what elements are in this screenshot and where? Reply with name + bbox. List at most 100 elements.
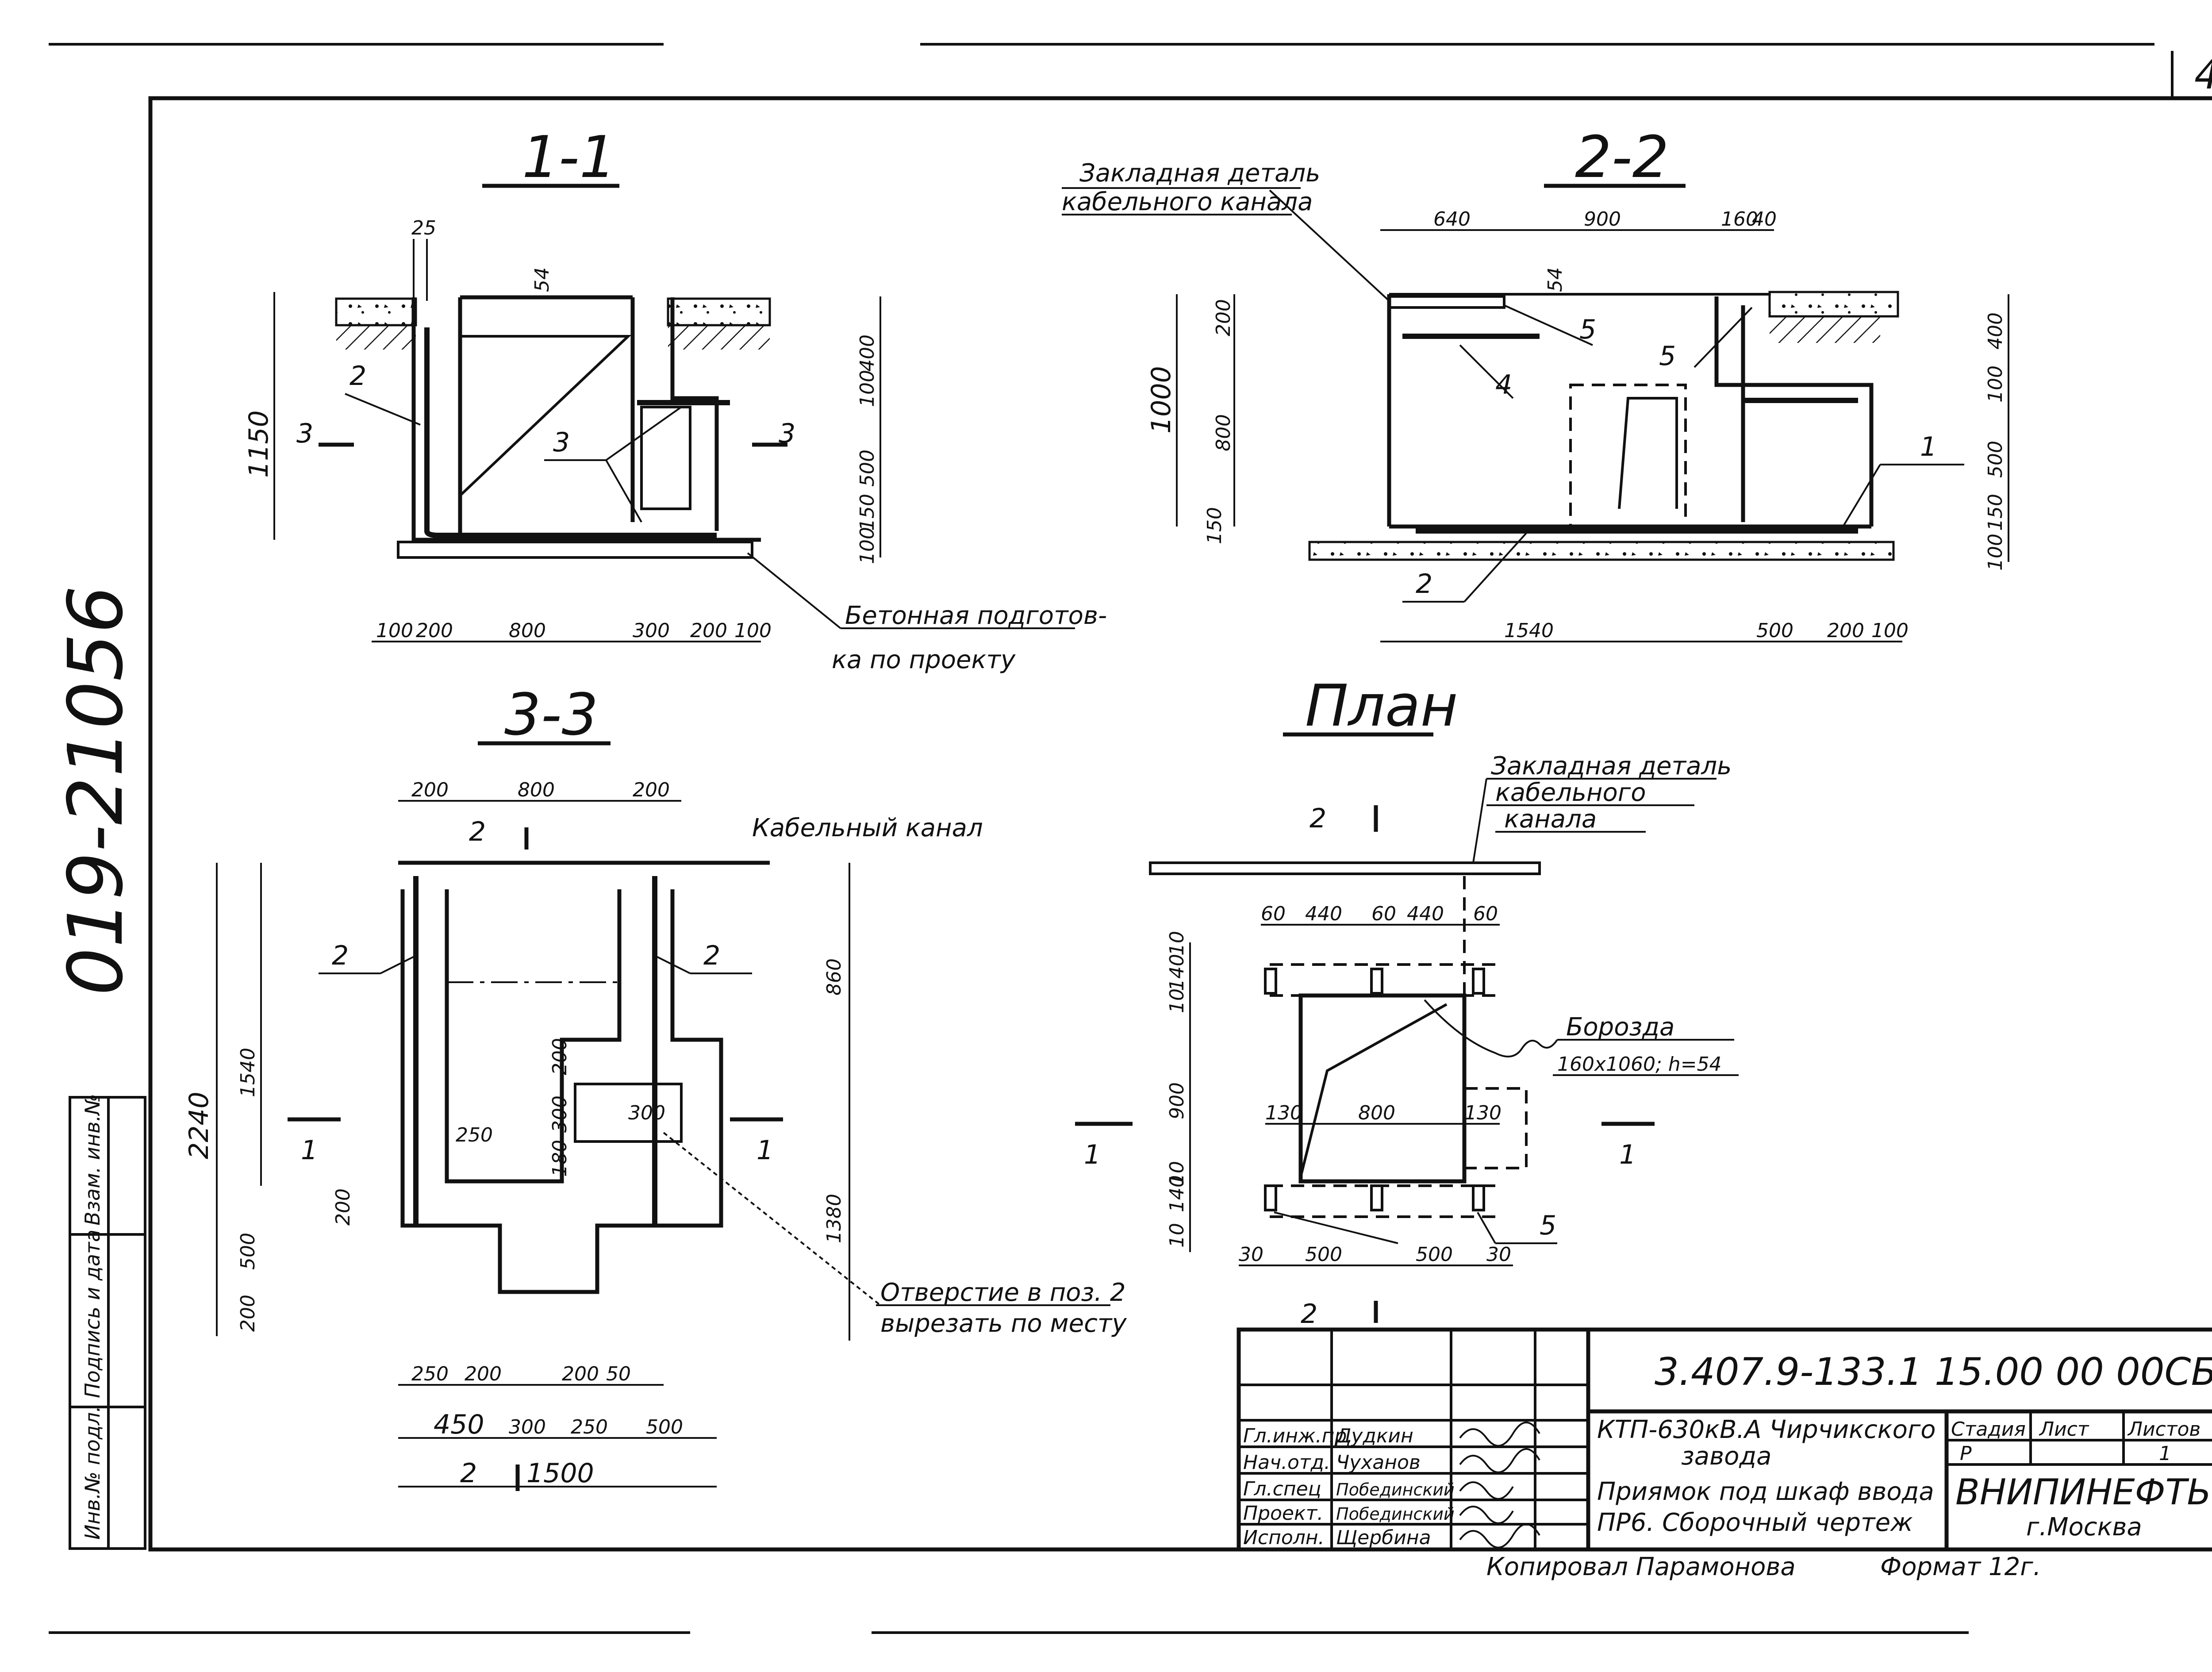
- callout: 2: [332, 940, 349, 971]
- dim-label: 100: [856, 527, 879, 564]
- dim-label: 500: [237, 1233, 259, 1270]
- soil-hatch-right: [668, 325, 770, 350]
- person-name: Чуханов: [1336, 1451, 1421, 1474]
- cut-mark-2-bottom: 2: [1301, 1299, 1317, 1330]
- dim-label: 200: [690, 619, 727, 642]
- cabinet-dashed: [1463, 1087, 1528, 1169]
- dim-label: 160: [1721, 208, 1758, 231]
- note-plan-line3: канала: [1504, 805, 1597, 834]
- dim-label: 1380: [823, 1194, 845, 1243]
- cut-mark-1-right: 1: [1619, 1139, 1636, 1170]
- document-code: 3.407.9-133.1 15.00 00 00СБ: [1655, 1350, 2212, 1394]
- ground-slab: [1768, 291, 1899, 318]
- plan-view: План Закладная деталь кабельного канала …: [1075, 672, 1739, 1330]
- dim-label: 300: [509, 1416, 546, 1438]
- note-concrete-line2: ка по проекту: [832, 646, 1016, 674]
- ground-slab-right: [667, 297, 771, 327]
- rebar-bent: [424, 327, 717, 538]
- dim-label: 200: [237, 1295, 259, 1332]
- dim-label: 200: [1212, 299, 1235, 336]
- person-name: Дудкин: [1335, 1425, 1413, 1447]
- dim-label: 300: [549, 1095, 571, 1133]
- dim-label: 860: [823, 958, 845, 996]
- dim-label: 150: [1203, 507, 1226, 544]
- dim-label: 800: [1358, 1102, 1395, 1124]
- dim-label: 900: [1584, 208, 1621, 231]
- cut-mark-1-right: 1: [757, 1135, 773, 1166]
- dim-label: 400: [856, 334, 879, 372]
- cut-mark-2-top: 2: [1310, 803, 1326, 834]
- dim-label: 60: [1371, 903, 1396, 925]
- groove-label: Борозда: [1566, 1013, 1674, 1042]
- callout: 5: [1540, 1210, 1556, 1241]
- dim-label: 640: [1433, 208, 1471, 231]
- role-label: Нач.отд.: [1243, 1451, 1330, 1474]
- callout: 5: [1659, 341, 1676, 372]
- person-name: Щербина: [1336, 1526, 1431, 1549]
- dim-label: 800: [1212, 414, 1235, 451]
- copied-by: Копировал Парамонова: [1486, 1553, 1796, 1581]
- signature: [1459, 1523, 1540, 1549]
- person-name: Побединский: [1336, 1504, 1455, 1524]
- project-line1: КТП-630кВ.А Чирчикского: [1597, 1415, 1936, 1444]
- dim-label: 180: [549, 1140, 571, 1177]
- cabinet-outline: [459, 335, 632, 497]
- dim-label: 60: [1261, 903, 1286, 925]
- dim-label: 500: [1756, 619, 1793, 642]
- callout: 2: [349, 361, 366, 392]
- dim-label: 100: [376, 619, 413, 642]
- cable-channel: [1149, 861, 1541, 875]
- dim-label: 40: [1752, 208, 1777, 231]
- dim-label: 100: [1984, 534, 2007, 571]
- cut-mark-1-left: 1: [301, 1135, 318, 1166]
- sheet-header: Лист: [2039, 1418, 2089, 1441]
- dim-label: 200: [633, 779, 670, 801]
- sheets-header: Листов: [2127, 1418, 2200, 1441]
- note-opening-line1: Отверстие в поз. 2: [880, 1278, 1125, 1307]
- signature: [1459, 1422, 1540, 1447]
- note-opening-line2: вырезать по месту: [880, 1309, 1127, 1338]
- dim-label: 500: [1416, 1243, 1453, 1266]
- pit-outline: [411, 297, 761, 542]
- organization: ВНИПИНЕФТЬ: [1955, 1472, 2211, 1513]
- section-2-2: 2-2 Закладная деталь кабельного канала 5…: [1062, 123, 2009, 642]
- pit-plan-outline: [400, 889, 723, 1294]
- dim-label: 450: [434, 1409, 484, 1440]
- dim-label: 2240: [184, 1092, 215, 1159]
- dim-label: 300: [633, 619, 670, 642]
- cut-mark-2-top: 2: [469, 816, 486, 847]
- embed-tab: [1472, 968, 1485, 995]
- dim-label: 200: [1827, 619, 1864, 642]
- dim-label: 440: [1407, 903, 1444, 925]
- dim-label: 100: [856, 370, 879, 407]
- title-block: 3.407.9-133.1 15.00 00 00СБ Гл.инж.пр. Н…: [1237, 1327, 2212, 1581]
- dim-label: 130: [1464, 1102, 1502, 1124]
- role-label: Проект.: [1243, 1502, 1323, 1525]
- side-inv-label: Инв.№ подл.: [81, 1406, 104, 1540]
- role-label: Гл.спец: [1243, 1478, 1321, 1500]
- callout: 1: [1920, 431, 1937, 462]
- section-1-1-title: 1-1: [522, 123, 616, 191]
- dim-label: 400: [1984, 312, 2007, 350]
- dim-label: 500: [1984, 441, 2007, 478]
- embed-tab: [1264, 1184, 1277, 1211]
- dim-label: 250: [411, 1363, 449, 1385]
- cut-mark-3-left: 3: [296, 418, 313, 449]
- archive-code: 019-21056: [52, 585, 140, 996]
- callout: 2: [703, 940, 720, 971]
- dim-label: 200: [465, 1363, 502, 1385]
- dim-label: 1540: [1504, 619, 1554, 642]
- section-3-3: 3-3 Кабельный канал 2 2 1 1 2 2 200 800 …: [184, 681, 1127, 1491]
- note-embedded-line2: кабельного канала: [1062, 188, 1313, 216]
- role-label: Исполн.: [1243, 1526, 1325, 1549]
- dim-label: 30: [1486, 1243, 1511, 1266]
- item-line2: ПР6. Сборочный чертеж: [1597, 1508, 1913, 1537]
- stage-header: Стадия: [1951, 1418, 2026, 1441]
- project-line2: завода: [1681, 1442, 1771, 1471]
- city: г.Москва: [2026, 1513, 2142, 1541]
- embed-tab: [1472, 1184, 1485, 1211]
- drawing-frame: [148, 96, 2212, 1552]
- item-line1: Приямок под шкаф ввода: [1597, 1477, 1934, 1506]
- embed-tab: [1370, 1184, 1383, 1211]
